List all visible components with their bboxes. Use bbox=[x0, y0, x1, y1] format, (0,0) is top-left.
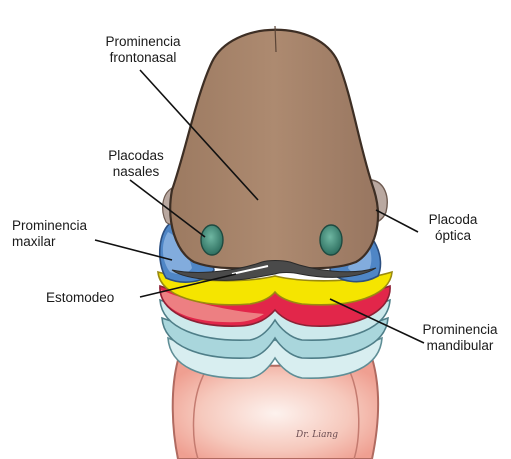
label-placodas-nasales: Placodas nasales bbox=[76, 148, 196, 180]
artist-signature: Dr. Liang bbox=[296, 430, 338, 440]
label-estomodeo: Estomodeo bbox=[46, 290, 146, 306]
nasal-placode-right bbox=[320, 225, 342, 255]
label-prominencia-frontonasal: Prominencia frontonasal bbox=[68, 34, 218, 66]
label-prominencia-maxilar: Prominencia maxilar bbox=[12, 218, 122, 250]
label-prominencia-mandibular: Prominencia mandibular bbox=[412, 322, 508, 354]
label-placoda-optica: Placoda óptica bbox=[410, 212, 496, 244]
nasal-placode-left bbox=[201, 225, 223, 255]
